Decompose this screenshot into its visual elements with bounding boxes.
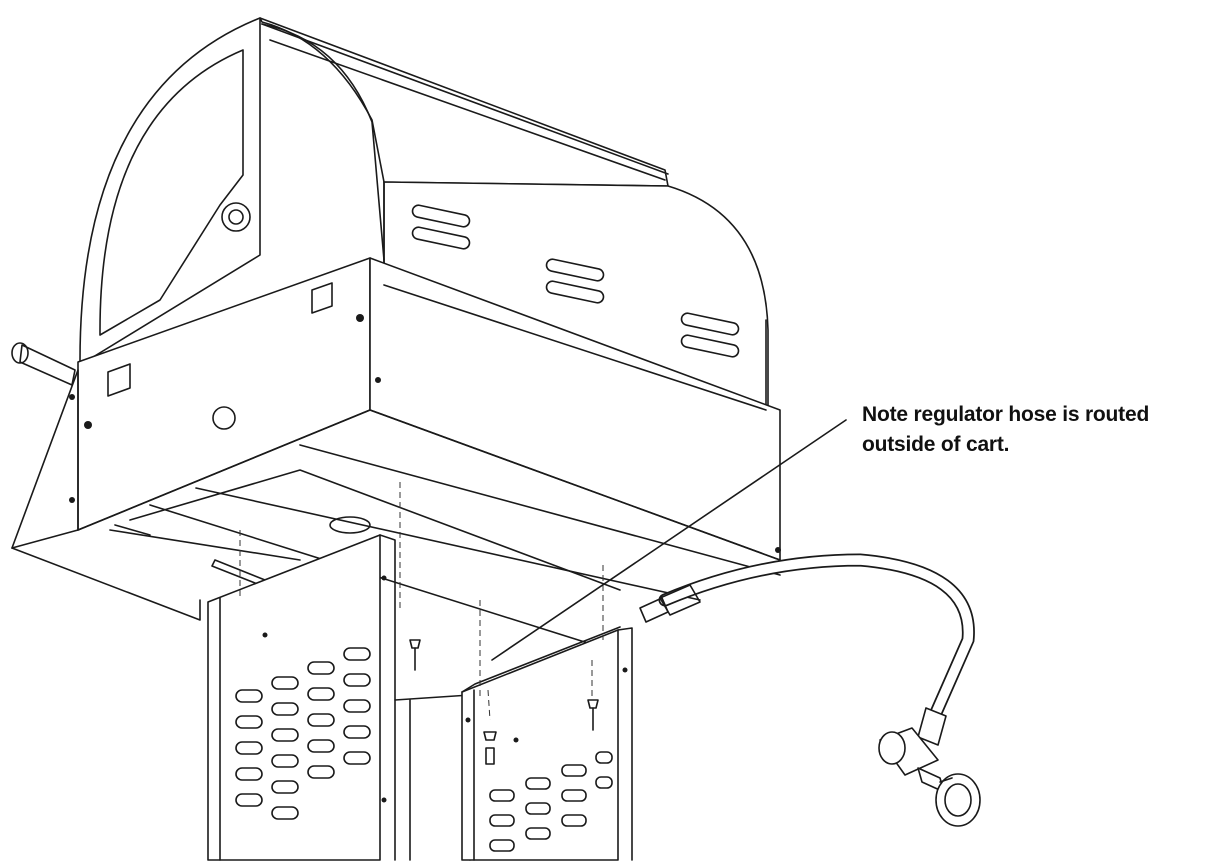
callout-line-2: outside of cart. bbox=[862, 433, 1010, 456]
callout-note: Note regulator hose is routed outside of… bbox=[862, 400, 1207, 460]
regulator-hose bbox=[639, 553, 975, 722]
callout-line-1: Note regulator hose is routed bbox=[862, 403, 1150, 426]
assembly-screws bbox=[239, 482, 604, 765]
cart-right-panel bbox=[461, 626, 633, 861]
firebox bbox=[11, 257, 781, 621]
cart-left-panel-vents bbox=[235, 575, 387, 820]
cart-left-panel bbox=[207, 534, 471, 861]
gas-regulator bbox=[878, 707, 981, 827]
lid-vents bbox=[411, 204, 740, 358]
callout-leader-line bbox=[491, 419, 847, 661]
